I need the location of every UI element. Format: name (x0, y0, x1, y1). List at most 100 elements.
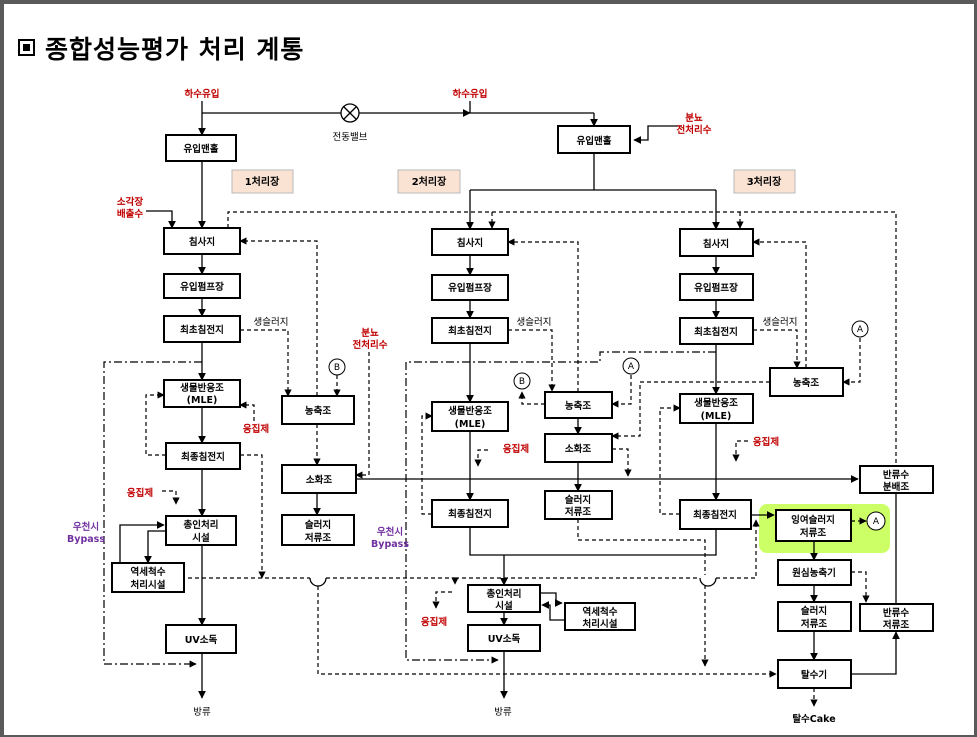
box-primary-3: 최초침전지 (679, 317, 754, 345)
label-rain-bypass-1a: 우천시 (73, 522, 99, 533)
svg-text:A: A (628, 362, 635, 372)
svg-text:최종침전지: 최종침전지 (181, 451, 225, 463)
svg-text:유입맨홀: 유입맨홀 (577, 135, 612, 147)
square-bullet-icon (18, 39, 35, 56)
svg-text:최초침전지: 최초침전지 (448, 325, 492, 337)
label-incinerator-b: 배출수 (117, 208, 143, 220)
bypass-lines (103, 351, 716, 668)
svg-text:생물반응조: 생물반응조 (448, 405, 492, 417)
plant-label-1: 1처리장 (231, 169, 294, 194)
process-diagram: 1처리장 2처리장 3처리장 유입맨홀 유입맨홀 침사지 유입펌프장 최초침전지… (67, 88, 934, 725)
svg-text:UV소독: UV소독 (488, 634, 521, 645)
label-night-soil-1b: 전처리수 (677, 124, 712, 136)
marker-b-2: B (513, 372, 531, 390)
svg-text:침사지: 침사지 (189, 236, 215, 248)
label-valve: 전동밸브 (333, 132, 368, 143)
box-thickener-3: 농축조 (769, 367, 844, 397)
svg-text:분배조: 분배조 (883, 481, 909, 493)
svg-text:잉여슬러지: 잉여슬러지 (791, 514, 835, 526)
svg-text:생물반응조: 생물반응조 (180, 382, 224, 394)
svg-text:소화조: 소화조 (306, 474, 332, 486)
svg-text:소화조: 소화조 (565, 443, 591, 455)
label-raw-sludge-1: 생슬러지 (254, 317, 289, 328)
marker-a-excess: A (866, 511, 886, 531)
box-final-1: 최종침전지 (165, 442, 241, 470)
svg-text:최초침전지: 최초침전지 (180, 324, 224, 336)
box-centrifuge-3: 원심농축기 (777, 559, 852, 586)
label-incinerator-a: 소각장 (117, 196, 143, 208)
connection-lines (119, 101, 900, 699)
box-primary-1: 최초침전지 (163, 315, 241, 343)
label-sewage-inflow-1: 하수유입 (185, 88, 220, 100)
svg-text:원심농축기: 원심농축기 (792, 567, 836, 579)
svg-text:1처리장: 1처리장 (245, 175, 280, 188)
svg-text:최종침전지: 최종침전지 (448, 508, 492, 520)
svg-text:역세척수: 역세척수 (131, 566, 166, 578)
label-discharge-1: 방류 (193, 707, 211, 718)
svg-text:처리시설: 처리시설 (131, 579, 166, 591)
svg-text:농축조: 농축조 (565, 400, 591, 412)
svg-text:유입펌프장: 유입펌프장 (448, 282, 492, 294)
label-night-soil-2b: 전처리수 (353, 339, 388, 351)
label-raw-sludge-2: 생슬러지 (517, 317, 552, 328)
svg-text:A: A (857, 325, 864, 335)
svg-text:유입펌프장: 유입펌프장 (694, 282, 738, 294)
label-sewage-inflow-2: 하수유입 (453, 88, 488, 100)
svg-text:역세척수: 역세척수 (583, 606, 618, 618)
svg-text:총인처리: 총인처리 (184, 519, 219, 531)
box-bio-2: 생물반응조 (MLE) (431, 401, 509, 432)
svg-text:반류수: 반류수 (883, 469, 909, 481)
svg-text:시설: 시설 (495, 600, 513, 612)
box-digester-2: 소화조 (544, 433, 613, 463)
svg-text:2처리장: 2처리장 (412, 175, 447, 188)
marker-b-1: B (328, 358, 346, 376)
box-pump-2: 유입펌프장 (431, 274, 509, 301)
label-coagulant-3: 응집제 (753, 436, 779, 448)
plant-label-2: 2처리장 (397, 169, 461, 194)
svg-text:침사지: 침사지 (703, 238, 729, 250)
box-final-3: 최종침전지 (679, 499, 752, 530)
svg-text:UV소독: UV소독 (185, 635, 218, 646)
box-primary-2: 최초침전지 (431, 317, 509, 344)
svg-text:슬러지: 슬러지 (801, 605, 827, 617)
box-bio-3: 생물반응조(MLE) (679, 393, 754, 424)
svg-text:(MLE): (MLE) (701, 411, 732, 422)
box-pump-3: 유입펌프장 (679, 273, 754, 301)
svg-text:농축조: 농축조 (793, 377, 819, 389)
svg-text:(MLE): (MLE) (455, 419, 486, 430)
label-coagulant-2a: 응집제 (503, 443, 529, 455)
label-night-soil-1a: 분뇨 (685, 113, 703, 124)
box-grit-1: 침사지 (163, 227, 241, 255)
label-coagulant-2b: 응집제 (421, 616, 447, 628)
svg-text:슬러지: 슬러지 (565, 494, 591, 506)
label-cake: 탈수Cake (792, 713, 835, 725)
svg-text:3처리장: 3처리장 (747, 175, 782, 188)
page-title-text: 종합성능평가 처리 계통 (45, 35, 305, 64)
label-night-soil-2a: 분뇨 (361, 328, 379, 339)
svg-text:B: B (334, 363, 340, 373)
label-discharge-2: 방류 (494, 707, 512, 718)
svg-text:저류조: 저류조 (800, 527, 826, 539)
box-inlet-manhole-2: 유입맨홀 (557, 125, 631, 154)
svg-text:처리시설: 처리시설 (583, 618, 618, 630)
box-bio-1: 생물반응조(MLE) (163, 379, 241, 408)
marker-a-3: A (851, 320, 869, 338)
svg-text:침사지: 침사지 (457, 237, 483, 249)
box-digester-1: 소화조 (281, 464, 357, 494)
svg-text:반류수: 반류수 (883, 607, 909, 619)
box-grit-3: 침사지 (679, 228, 754, 257)
svg-text:슬러지: 슬러지 (305, 519, 331, 531)
svg-text:탈수기: 탈수기 (801, 669, 827, 681)
svg-text:저류조: 저류조 (565, 506, 591, 518)
svg-text:농축조: 농축조 (305, 405, 331, 417)
label-coagulant-1b: 응집제 (127, 487, 153, 499)
box-uv-1: UV소독 (165, 624, 237, 654)
box-inlet-manhole-1: 유입맨홀 (165, 134, 237, 162)
